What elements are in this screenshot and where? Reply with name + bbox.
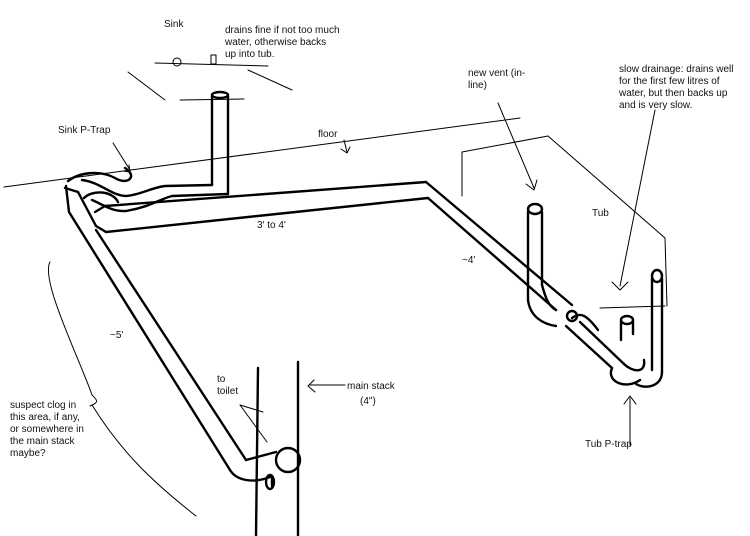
- label-tub-ptrap: Tub P-trap: [585, 439, 632, 450]
- label-approx-five: ~5': [110, 330, 123, 341]
- tub-drain-pipe: [424, 180, 646, 386]
- label-slow-drainage: slow drainage: drains well for the first…: [618, 64, 736, 111]
- annotation-arrows: [48, 102, 656, 517]
- label-suspect-clog: suspect clog in this area, if any, or so…: [10, 400, 87, 459]
- vent-pipe: [526, 202, 558, 328]
- label-to-toilet: to toilet: [217, 374, 238, 397]
- label-new-vent: new vent (in- line): [468, 68, 528, 91]
- label-sink-note: drains fine if not too much water, other…: [224, 25, 342, 60]
- label-floor: floor: [318, 129, 338, 140]
- main-drain-pipe: [63, 180, 430, 472]
- label-three-to-four: 3' to 4': [257, 220, 286, 231]
- label-main-stack: main stack (4"): [347, 381, 398, 407]
- label-approx-four: ~4': [462, 255, 475, 266]
- label-sink-ptrap: Sink P-Trap: [58, 125, 111, 136]
- main-stack: [228, 360, 302, 536]
- label-sink: Sink: [164, 19, 184, 30]
- sink-drain-pipe: [66, 90, 230, 213]
- label-tub: Tub: [592, 208, 609, 219]
- sink-sketch: [127, 54, 293, 101]
- tub-riser: [619, 268, 664, 388]
- floor-lines: [3, 117, 668, 309]
